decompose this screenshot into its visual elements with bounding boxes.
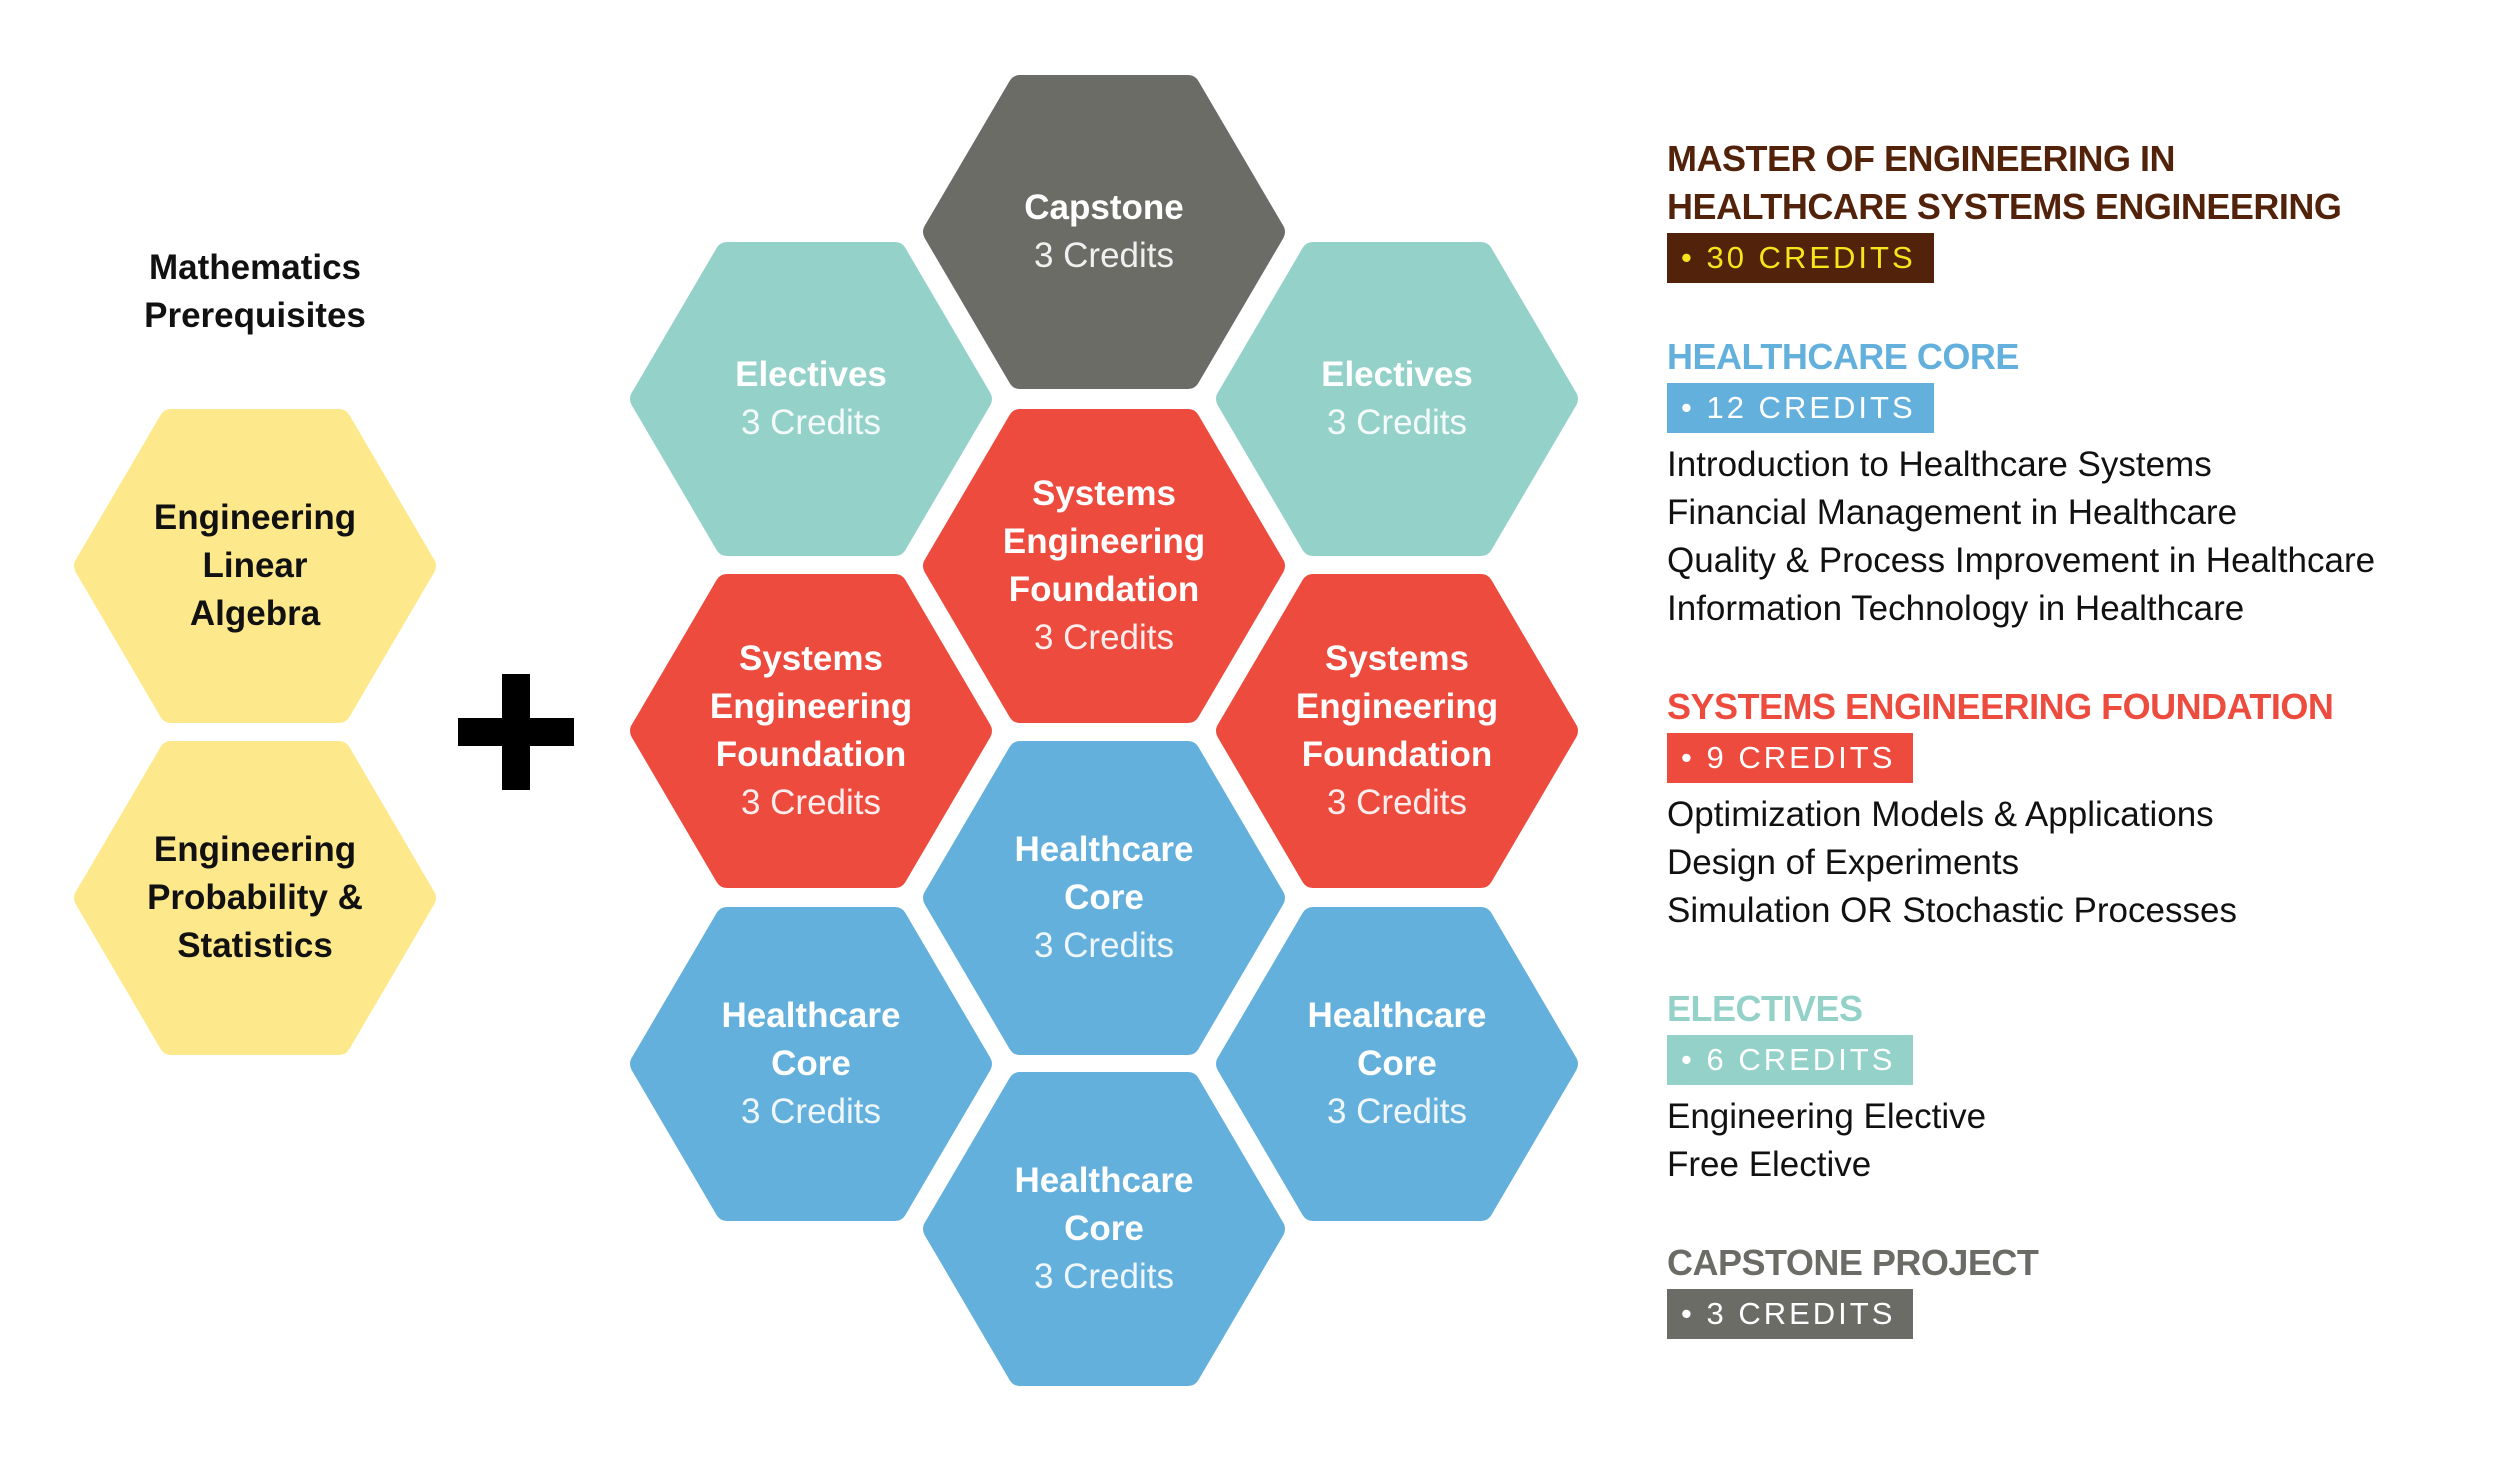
hex-title-line: Engineering [153, 498, 357, 537]
math-title-line: Prerequisites [144, 296, 366, 335]
hex-blue [1216, 907, 1578, 1221]
legend-section: CAPSTONE PROJECT • 3 CREDITS [1667, 1239, 2487, 1339]
hex-label: Electives 3 Credits [661, 351, 961, 447]
hex-title-line: Systems [1032, 474, 1176, 513]
program-section: MASTER OF ENGINEERING IN HEALTHCARE SYST… [1667, 135, 2487, 283]
section-title: ELECTIVES [1667, 988, 1863, 1029]
section-title: SYSTEMS ENGINEERING FOUNDATION [1667, 686, 2334, 727]
hex-credits: 3 Credits [1326, 1092, 1468, 1131]
hex-title-line: Healthcare [1307, 996, 1487, 1035]
hex-credits: 3 Credits [740, 403, 882, 442]
hex-title-line: Core [771, 1044, 851, 1083]
program-credits-badge: • 30 CREDITS [1667, 233, 1934, 283]
hex-credits: 3 Credits [1326, 403, 1468, 442]
course-item: Free Elective [1667, 1145, 1872, 1184]
math-prereq-hex [74, 409, 436, 723]
hex-title-line: Engineering [1295, 687, 1499, 726]
hex-red [923, 409, 1285, 723]
course-item: Design of Experiments [1667, 843, 2020, 882]
hex-blue [923, 741, 1285, 1055]
hex-label: Electives 3 Credits [1247, 351, 1547, 447]
hex-title-line: Systems [1325, 639, 1469, 678]
hex-title-line: Electives [1321, 355, 1473, 394]
hex-title-line: Capstone [1024, 188, 1184, 227]
hex-title-line: Probability & [147, 878, 363, 917]
hex-teal [1216, 242, 1578, 556]
hex-title-line: Foundation [1008, 570, 1200, 609]
hex-title-line: Electives [735, 355, 887, 394]
hex-credits: 3 Credits [1326, 783, 1468, 822]
hex-blue [630, 907, 992, 1221]
math-prereq-title: Mathematics Prerequisites [85, 244, 425, 340]
hex-title-line: Engineering [153, 830, 357, 869]
hex-red [1216, 574, 1578, 888]
course-item: Introduction to Healthcare Systems [1667, 445, 2212, 484]
hex-title-line: Core [1357, 1044, 1437, 1083]
hex-credits: 3 Credits [1033, 1257, 1175, 1296]
credits-badge: • 3 CREDITS [1667, 1289, 1914, 1339]
hex-title-line: Foundation [1301, 735, 1493, 774]
math-title-line: Mathematics [148, 248, 362, 287]
hex-title-line: Core [1064, 878, 1144, 917]
hex-credits: 3 Credits [1033, 236, 1175, 275]
hex-title-line: Systems [739, 639, 883, 678]
course-item: Information Technology in Healthcare [1667, 589, 2245, 628]
hex-credits: 3 Credits [1033, 618, 1175, 657]
hex-title-line: Healthcare [1014, 830, 1194, 869]
legend-section: HEALTHCARE CORE • 12 CREDITS Introduction … [1667, 333, 2487, 633]
program-title: MASTER OF ENGINEERING IN HEALTHCARE SYST… [1667, 135, 2487, 231]
credits-badge: • 9 CREDITS [1667, 733, 1914, 783]
hex-teal [630, 242, 992, 556]
hex-title-line: Statistics [177, 926, 333, 965]
credits-badge: • 6 CREDITS [1667, 1035, 1914, 1085]
hex-gray [923, 75, 1285, 389]
hex-credits: 3 Credits [740, 783, 882, 822]
course-item: Engineering Elective [1667, 1097, 1987, 1136]
hex-title-line: Foundation [715, 735, 907, 774]
math-prereq-hex [74, 741, 436, 1055]
credits-badge: • 12 CREDITS [1667, 383, 1934, 433]
hex-credits: 3 Credits [740, 1092, 882, 1131]
legend: MASTER OF ENGINEERING IN HEALTHCARE SYST… [1667, 135, 2487, 1389]
course-item: Simulation OR Stochastic Processes [1667, 891, 2237, 930]
hex-title-line: Linear [202, 546, 308, 585]
section-title: HEALTHCARE CORE [1667, 336, 2019, 377]
hex-title-line: Core [1064, 1209, 1144, 1248]
hex-credits: 3 Credits [1033, 926, 1175, 965]
plus-icon [458, 674, 574, 790]
hex-red [630, 574, 992, 888]
legend-section: ELECTIVES • 6 CREDITS Engineering Elective… [1667, 985, 2487, 1189]
hex-title-line: Healthcare [1014, 1161, 1194, 1200]
course-item: Quality & Process Improvement in Healthc… [1667, 541, 2376, 580]
hex-blue [923, 1072, 1285, 1386]
section-title: CAPSTONE PROJECT [1667, 1242, 2039, 1283]
hex-title-line: Engineering [1002, 522, 1206, 561]
course-item: Optimization Models & Applications [1667, 795, 2214, 834]
program-title-line: MASTER OF ENGINEERING IN [1667, 138, 2176, 179]
hex-title-line: Healthcare [721, 996, 901, 1035]
course-item: Financial Management in Healthcare [1667, 493, 2238, 532]
hex-title-line: Engineering [709, 687, 913, 726]
hex-label: Capstone 3 Credits [954, 184, 1254, 280]
program-title-line: HEALTHCARE SYSTEMS ENGINEERING [1667, 186, 2342, 227]
legend-section: SYSTEMS ENGINEERING FOUNDATION • 9 CREDIT… [1667, 683, 2487, 935]
hex-title-line: Algebra [189, 594, 321, 633]
